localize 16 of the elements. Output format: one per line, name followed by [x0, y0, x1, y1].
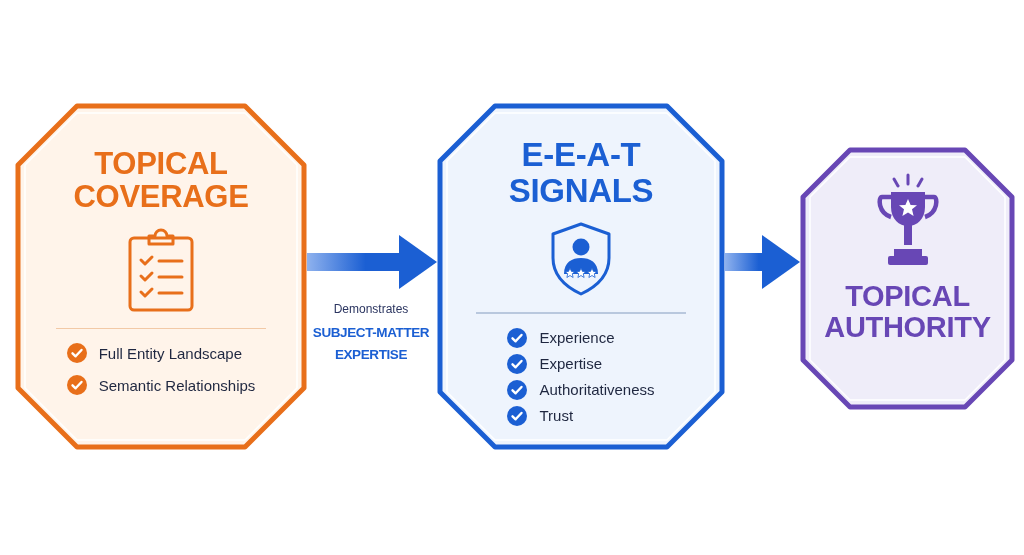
octagon-node	[15, 103, 307, 450]
arrow-caption: Demonstrates	[332, 302, 410, 316]
block-arrow	[725, 235, 800, 289]
block-arrow	[307, 235, 437, 289]
checklist-item: Authoritativeness	[539, 381, 655, 399]
node-heading: TOPICAL AUTHORITY	[823, 281, 992, 344]
octagon-node	[800, 147, 1015, 410]
node-heading: E-E-A-T SIGNALS	[507, 137, 655, 209]
checklist-item: Expertise	[539, 355, 602, 373]
checklist-item: Semantic Relationships	[98, 376, 256, 394]
octagon-node	[437, 103, 725, 450]
node-heading: TOPICAL COVERAGE	[72, 147, 250, 214]
arrow-caption-emphasis: SUBJECT-MATTER EXPERTISE	[311, 324, 431, 364]
checklist-item: Experience	[539, 329, 615, 347]
checklist-item: Full Entity Landscape	[98, 344, 243, 362]
checklist-item: Trust	[539, 407, 574, 425]
